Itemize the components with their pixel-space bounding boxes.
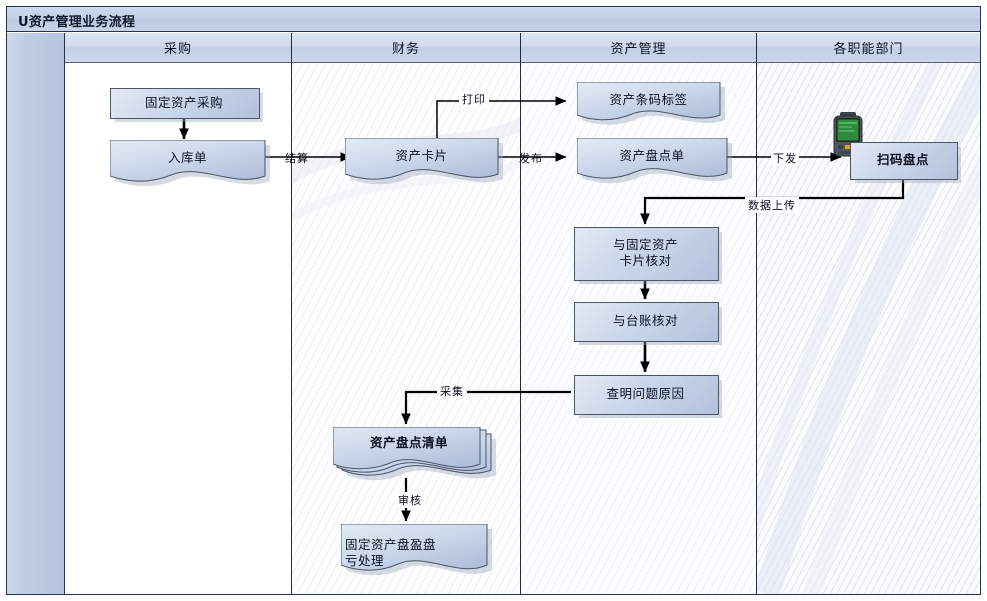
node-label: 与台账核对 bbox=[612, 313, 678, 328]
lane-header-label: 采购 bbox=[163, 42, 192, 57]
node-label: 资产卡片 bbox=[395, 148, 448, 163]
page-title: U资产管理业务流程 bbox=[18, 15, 136, 30]
edge-label-publish: 发布 bbox=[519, 152, 543, 165]
edge-label-review: 审核 bbox=[395, 492, 425, 508]
lane-header-label: 各职能部门 bbox=[833, 42, 904, 57]
node-gain-loss-handling[interactable]: 固定资产盘盈盘 亏处理 bbox=[341, 524, 492, 576]
node-scan-count[interactable]: 扫码盘点 bbox=[850, 142, 961, 183]
node-label: 资产条码标签 bbox=[609, 92, 688, 107]
edge-label-settlement: 结算 bbox=[285, 152, 309, 165]
edge-label-issue-down: 下发 bbox=[771, 150, 799, 166]
node-label-line2: 亏处理 bbox=[345, 553, 385, 568]
node-label-line1: 固定资产盘盈盘 bbox=[345, 537, 437, 552]
node-asset-count-sheet[interactable]: 资产盘点单 bbox=[577, 138, 732, 184]
node-label-line1: 与固定资产 bbox=[612, 237, 678, 252]
node-label: 固定资产采购 bbox=[144, 94, 223, 110]
document-shape bbox=[345, 138, 503, 185]
document-shape bbox=[577, 138, 732, 184]
node-fixed-asset-purchase[interactable]: 固定资产采购 bbox=[110, 88, 263, 122]
node-check-with-ledger[interactable]: 与台账核对 bbox=[574, 302, 722, 345]
document-shape bbox=[341, 524, 492, 576]
node-asset-card[interactable]: 资产卡片 bbox=[345, 138, 503, 185]
node-label: 查明问题原因 bbox=[606, 386, 685, 401]
multi-document-shape bbox=[333, 427, 496, 481]
document-shape bbox=[577, 82, 725, 125]
lane-header-label: 财务 bbox=[391, 42, 420, 57]
lane-header-purchasing: 采购 bbox=[65, 33, 292, 63]
edge-label-data-upload: 数据上传 bbox=[745, 197, 799, 213]
lane-header-label: 资产管理 bbox=[610, 42, 667, 57]
edge-label-print: 打印 bbox=[459, 91, 489, 107]
node-find-problem-cause[interactable]: 查明问题原因 bbox=[574, 375, 722, 418]
document-shape bbox=[110, 140, 270, 187]
node-label: 资产盘点清单 bbox=[369, 435, 448, 450]
diagram-title-bar: U资产管理业务流程 bbox=[7, 7, 980, 32]
lane-header-asset-management: 资产管理 bbox=[521, 33, 757, 63]
edge-label-collect: 采集 bbox=[437, 383, 467, 399]
lane-header-finance: 财务 bbox=[292, 33, 521, 63]
lane-header-departments: 各职能部门 bbox=[757, 33, 980, 63]
node-label: 资产盘点单 bbox=[619, 148, 685, 163]
node-warehouse-receipt[interactable]: 入库单 bbox=[110, 140, 270, 187]
node-asset-count-list[interactable]: 资产盘点清单 bbox=[333, 427, 496, 481]
left-gutter bbox=[7, 33, 65, 594]
node-label: 入库单 bbox=[167, 150, 207, 165]
node-check-with-asset-card[interactable]: 与固定资产 卡片核对 bbox=[574, 227, 722, 284]
node-label-line2: 卡片核对 bbox=[619, 253, 672, 268]
node-asset-barcode-label[interactable]: 资产条码标签 bbox=[577, 82, 725, 125]
node-label: 扫码盘点 bbox=[876, 152, 929, 167]
barcode-scanner-icon bbox=[831, 112, 865, 158]
